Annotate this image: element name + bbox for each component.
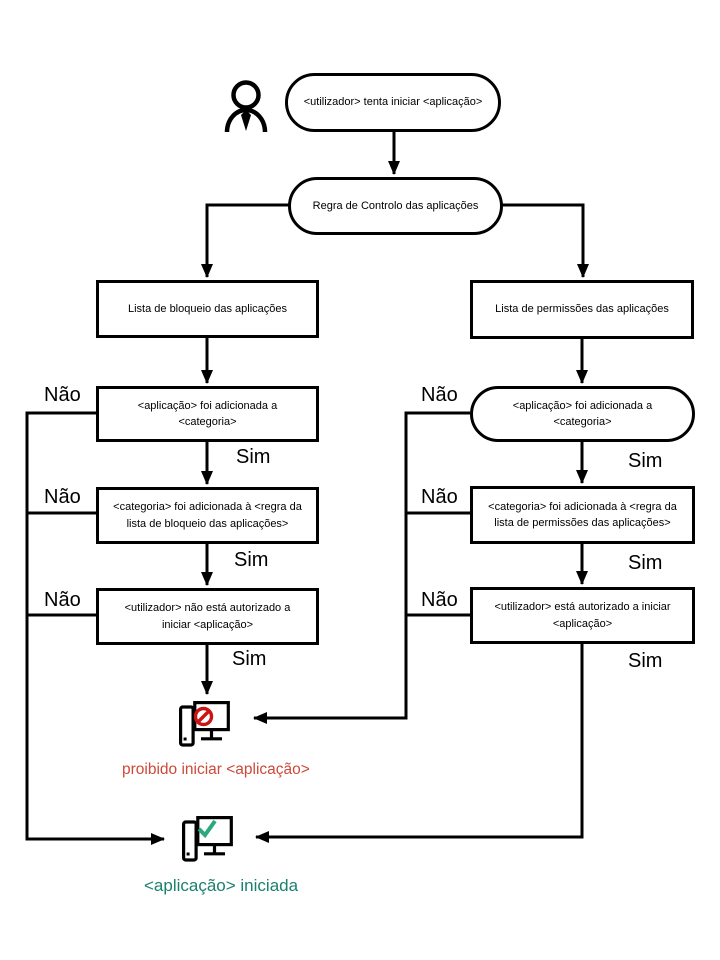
connector-right-nao-chain bbox=[253, 411, 470, 724]
branch-label-no: Não bbox=[421, 384, 458, 406]
branch-label-yes: Sim bbox=[628, 450, 663, 472]
node-user-not-authorized: <utilizador> não está autorizado a inici… bbox=[96, 588, 319, 645]
user-icon bbox=[224, 80, 268, 133]
node-application-control-rule: Regra de Controlo das aplicações bbox=[288, 177, 503, 235]
connector-right-sim-3-to-started bbox=[255, 644, 584, 843]
branch-label-no: Não bbox=[421, 486, 458, 508]
node-allow-category-in-rule: <categoria> foi adicionada à <regra da l… bbox=[470, 486, 695, 544]
node-allow-app-in-category: <aplicação> foi adicionada a <categoria> bbox=[470, 386, 695, 442]
connector-rule-to-allowlist bbox=[501, 203, 589, 278]
branch-label-no: Não bbox=[44, 486, 81, 508]
branch-label-yes: Sim bbox=[234, 549, 269, 571]
branch-label-no: Não bbox=[421, 589, 458, 611]
branch-label-yes: Sim bbox=[232, 648, 267, 670]
computer-check-icon bbox=[182, 816, 233, 862]
branch-label-yes: Sim bbox=[628, 650, 663, 672]
node-user-tries-to-start: <utilizador> tenta iniciar <aplicação> bbox=[285, 73, 501, 132]
branch-label-no: Não bbox=[44, 589, 81, 611]
node-allowlist: Lista de permissões das aplicações bbox=[470, 280, 694, 339]
computer-blocked-icon bbox=[179, 701, 230, 747]
branch-label-no: Não bbox=[44, 384, 81, 406]
connector-left-nao-chain bbox=[25, 411, 165, 845]
branch-label-yes: Sim bbox=[628, 552, 663, 574]
node-block-category-in-rule: <categoria> foi adicionada à <regra da l… bbox=[96, 487, 319, 544]
node-block-app-in-category: <aplicação> foi adicionada a <categoria> bbox=[96, 386, 319, 442]
node-user-authorized: <utilizador> está autorizado a iniciar <… bbox=[470, 587, 695, 644]
connector-rule-to-blocklist bbox=[201, 203, 290, 278]
node-blocklist: Lista de bloqueio das aplicações bbox=[96, 280, 319, 338]
outcome-denied-label: proibido iniciar <aplicação> bbox=[122, 761, 310, 778]
branch-label-yes: Sim bbox=[236, 446, 271, 468]
outcome-started-label: <aplicação> iniciada bbox=[144, 876, 299, 895]
